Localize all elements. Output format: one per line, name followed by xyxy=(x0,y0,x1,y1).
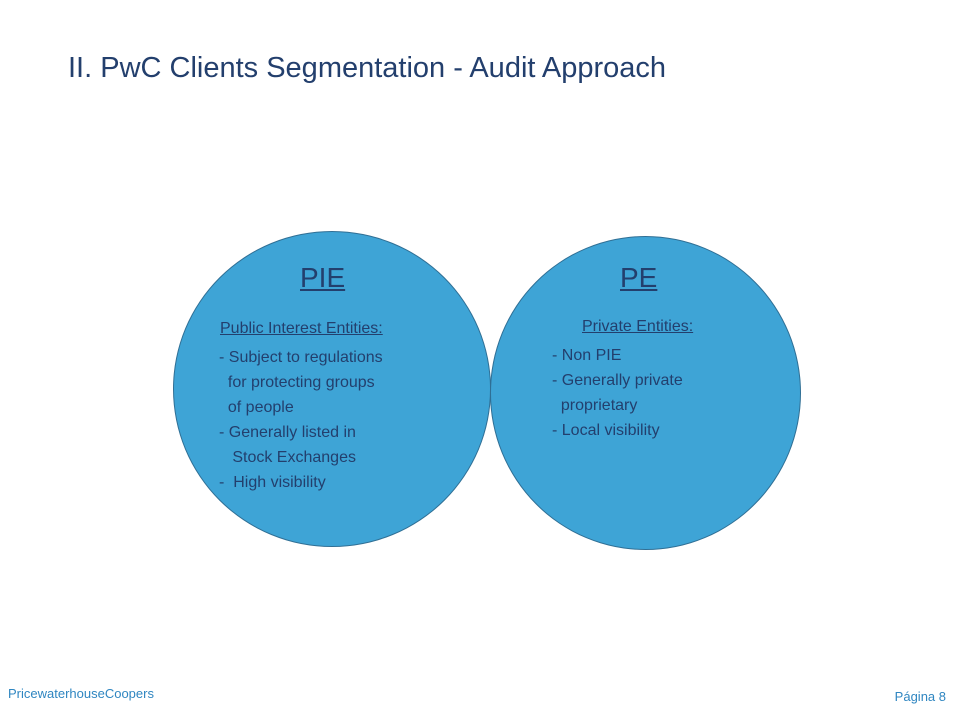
footer-company: PricewaterhouseCoopers xyxy=(8,686,154,701)
pie-line: of people xyxy=(219,399,294,416)
pe-description: - Non PIE - Generally private proprietar… xyxy=(552,343,683,443)
pe-line: - Generally private xyxy=(552,372,683,389)
pe-line: - Local visibility xyxy=(552,422,660,439)
pe-line: proprietary xyxy=(552,397,638,414)
pe-line: - Non PIE xyxy=(552,347,622,364)
pie-circle xyxy=(173,231,491,547)
footer-page-number: Página 8 xyxy=(894,689,946,704)
pie-heading: PIE xyxy=(300,262,346,293)
pe-heading: PE xyxy=(620,262,658,293)
pie-line: Stock Exchanges xyxy=(219,449,356,466)
pe-subheading: Private Entities: xyxy=(582,318,694,335)
pie-line: for protecting groups xyxy=(219,374,375,391)
pie-line: - Subject to regulations xyxy=(219,349,383,366)
pie-description: - Subject to regulations for protecting … xyxy=(219,345,383,495)
pe-circle xyxy=(490,236,801,550)
pie-line: - Generally listed in xyxy=(219,424,356,441)
pie-subheading: Public Interest Entities: xyxy=(220,320,383,337)
pie-line: - High visibility xyxy=(219,474,326,491)
slide-title: II. PwC Clients Segmentation - Audit App… xyxy=(68,52,667,84)
